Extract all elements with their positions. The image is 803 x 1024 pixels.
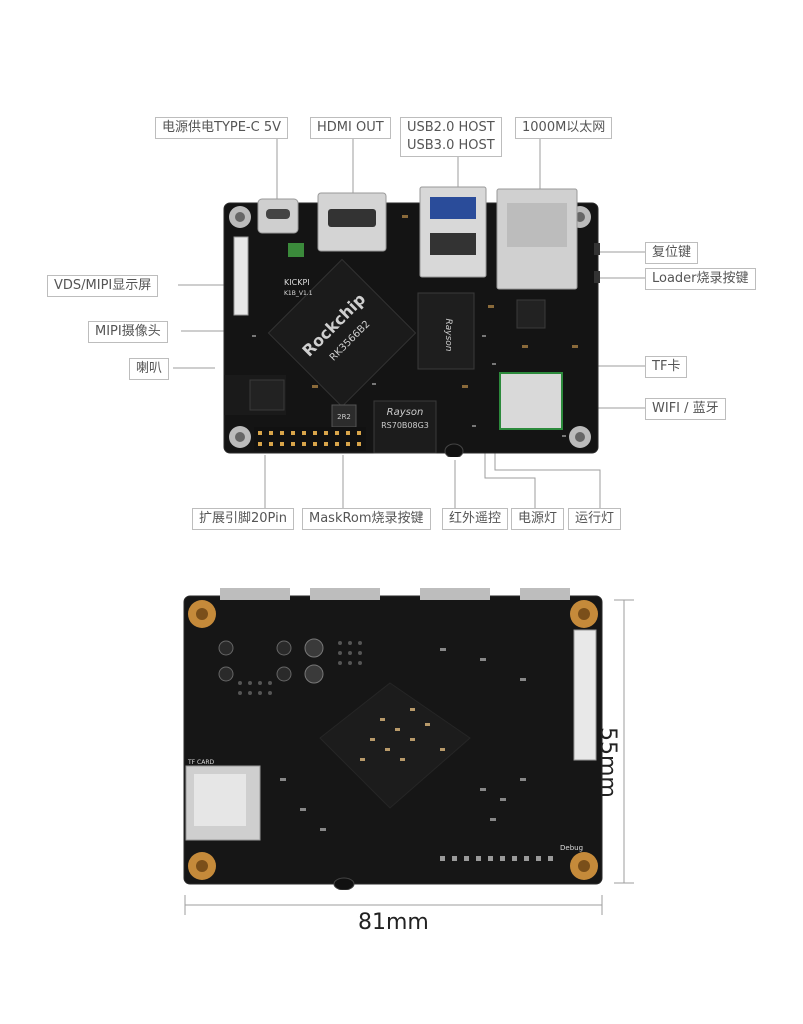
label-maskrom-button: MaskRom烧录按键	[302, 508, 431, 530]
label-ethernet: 1000M以太网	[515, 117, 613, 139]
debug-text: Debug	[560, 844, 583, 852]
dimension-width: 81mm	[358, 910, 429, 935]
inductor-text: 2R2	[337, 413, 351, 421]
label-wifi-bt: WIFI / 蓝牙	[645, 398, 726, 420]
label-gpio-20pin: 扩展引脚20Pin	[192, 508, 294, 530]
board-model-text: K1B_V1.1	[284, 290, 313, 297]
emmc-model-text: RS70B08G3	[381, 421, 429, 430]
label-mipi-camera: MIPI摄像头	[88, 321, 168, 343]
emmc-brand-text: Rayson	[387, 407, 424, 418]
gpio-header-icon	[254, 427, 366, 451]
label-ir-remote: 红外遥控	[442, 508, 509, 530]
label-usb-line2: USB3.0 HOST	[407, 138, 495, 153]
label-speaker: 喇叭	[129, 358, 170, 380]
label-tf-card: TF卡	[645, 356, 688, 378]
label-hdmi: HDMI OUT	[310, 117, 391, 139]
board-brand-text: KICKPI	[284, 278, 310, 287]
gold-mounting-hole-icon	[188, 600, 598, 880]
dimension-height: 55mm	[595, 727, 620, 798]
board-top-view: Rockchip RK3566B2 KICKPI K1B_V1.1 Rayson…	[223, 186, 600, 457]
board-bottom-view: TF CARD Debug	[183, 588, 603, 890]
label-loader-button: Loader烧录按键	[645, 268, 756, 290]
tf-card-text: TF CARD	[187, 759, 214, 766]
label-power-typec: 电源供电TYPE-C 5V	[155, 117, 288, 139]
label-run-led: 运行灯	[568, 508, 622, 530]
label-reset-button: 复位键	[645, 242, 699, 264]
label-power-led: 电源灯	[511, 508, 565, 530]
ram-brand-text: Rayson	[443, 319, 453, 352]
label-lvds-mipi-display: VDS/MIPI显示屏	[47, 275, 159, 297]
label-usb-line1: USB2.0 HOST	[407, 120, 495, 135]
label-usb: USB2.0 HOST USB3.0 HOST	[400, 117, 502, 157]
